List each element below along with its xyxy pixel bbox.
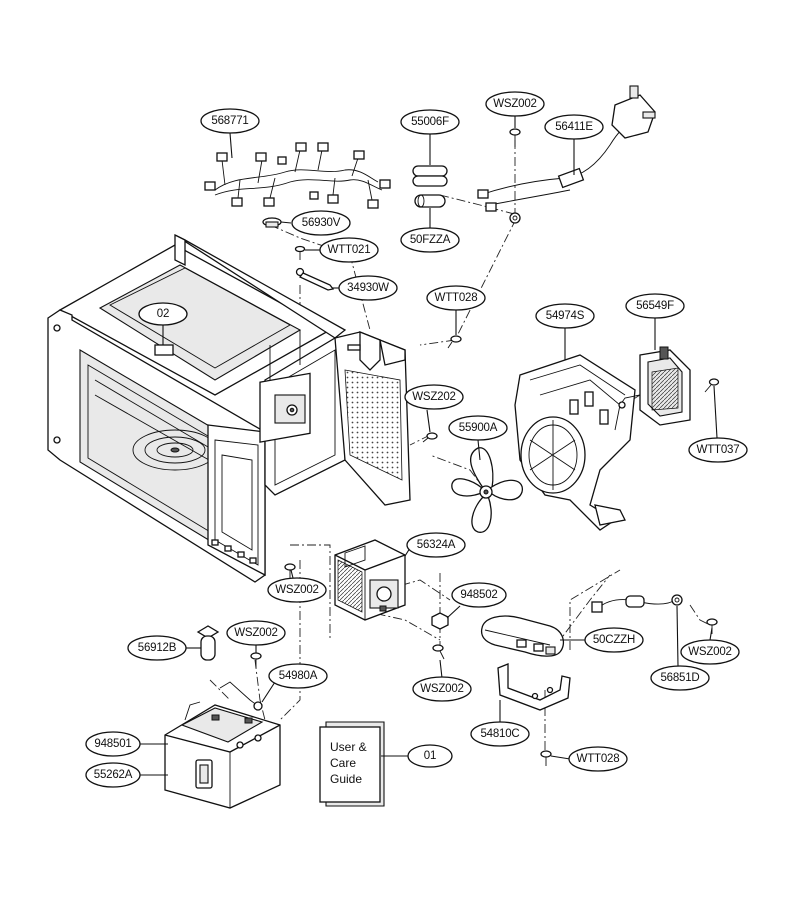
callout-56324A[interactable]: 56324A (406, 532, 466, 558)
callout-WSZ002-left[interactable]: WSZ002 (267, 577, 327, 603)
label-WTT037: WTT037 (697, 444, 740, 456)
callout-568771[interactable]: 568771 (200, 108, 260, 134)
callout-01[interactable]: 01 (407, 744, 453, 768)
callout-56411E[interactable]: 56411E (544, 114, 604, 140)
label-WTT028-top: WTT028 (435, 292, 478, 304)
diode-part[interactable] (591, 594, 683, 613)
label-WSZ202: WSZ202 (412, 391, 456, 403)
part-54980a[interactable] (219, 681, 263, 711)
screw-wtt021[interactable] (294, 245, 306, 261)
callout-WSZ002-right[interactable]: WSZ002 (680, 639, 740, 665)
bracket-34930w[interactable] (295, 267, 335, 291)
label-55900A: 55900A (459, 422, 498, 434)
callout-WTT028-bottom[interactable]: WTT028 (568, 746, 628, 772)
callout-56912B[interactable]: 56912B (127, 635, 187, 661)
callout-54980A[interactable]: 54980A (268, 663, 328, 689)
label-56912B: 56912B (138, 642, 177, 654)
callout-56930V[interactable]: 56930V (291, 210, 351, 236)
callout-WTT021[interactable]: WTT021 (319, 237, 379, 263)
wire-harness-part[interactable] (204, 142, 391, 209)
part-56912b[interactable] (196, 625, 220, 661)
bracket-54810c[interactable] (497, 663, 571, 711)
label-01: 01 (424, 750, 436, 762)
label-56851D: 56851D (660, 672, 699, 684)
callout-WTT028-top[interactable]: WTT028 (426, 285, 486, 311)
callout-55262A[interactable]: 55262A (85, 762, 141, 788)
part-948502[interactable] (431, 612, 449, 630)
callout-54974S[interactable]: 54974S (535, 303, 595, 329)
label-54974S: 54974S (546, 310, 585, 322)
fan-blade-part[interactable] (451, 447, 523, 533)
label-55006F: 55006F (411, 116, 449, 128)
screw-wsz202[interactable] (422, 432, 438, 443)
callout-50CZZH[interactable]: 50CZZH (584, 627, 644, 653)
label-56411E: 56411E (555, 121, 593, 133)
thermostat-part[interactable] (262, 217, 282, 228)
label-WSZ002-right: WSZ002 (688, 646, 732, 658)
callout-56549F[interactable]: 56549F (625, 293, 685, 319)
label-50CZZH: 50CZZH (593, 634, 635, 646)
power-cord-part[interactable] (477, 85, 656, 224)
callout-WSZ002-mid[interactable]: WSZ002 (226, 620, 286, 646)
label-56324A: 56324A (417, 539, 456, 551)
callout-948502[interactable]: 948502 (451, 582, 507, 608)
callout-WSZ002-bottom[interactable]: WSZ002 (412, 676, 472, 702)
user-care-guide-booklet[interactable]: User & Care Guide (319, 721, 385, 807)
label-WTT021: WTT021 (328, 244, 371, 256)
transformer-part[interactable] (164, 701, 281, 809)
label-54980A: 54980A (279, 670, 318, 682)
label-50FZZA: 50FZZA (410, 234, 451, 246)
screw-wtt037[interactable] (704, 378, 720, 393)
callout-54810C[interactable]: 54810C (470, 721, 530, 747)
screw-wtt028-bottom[interactable] (540, 750, 552, 766)
label-54810C: 54810C (480, 728, 519, 740)
label-WSZ002-mid: WSZ002 (234, 627, 278, 639)
fan-motor-part[interactable] (618, 346, 691, 426)
callout-55006F[interactable]: 55006F (400, 109, 460, 135)
screw-wsz002-bottom[interactable] (432, 644, 445, 660)
label-568771: 568771 (211, 115, 248, 127)
screw-top[interactable] (509, 128, 521, 147)
callout-56851D[interactable]: 56851D (650, 665, 710, 691)
label-02: 02 (157, 308, 169, 320)
callout-55900A[interactable]: 55900A (448, 415, 508, 441)
callout-WSZ202[interactable]: WSZ202 (404, 384, 464, 410)
label-WSZ002-bottom: WSZ002 (420, 683, 464, 695)
label-56549F: 56549F (636, 300, 674, 312)
ferrite-cores[interactable] (412, 165, 448, 208)
callout-02[interactable]: 02 (138, 302, 188, 326)
callout-50FZZA[interactable]: 50FZZA (400, 227, 460, 253)
guide-line-2: Care (330, 756, 356, 770)
label-WTT028-bottom: WTT028 (577, 753, 620, 765)
guide-line-1: User & (330, 740, 367, 754)
assembly-centerlines (209, 140, 711, 750)
screw-wsz002-right[interactable] (706, 618, 718, 634)
callout-WSZ002-top[interactable]: WSZ002 (485, 91, 545, 117)
label-56930V: 56930V (302, 217, 341, 229)
leader-lines (140, 116, 718, 776)
label-WSZ002-left: WSZ002 (275, 584, 319, 596)
screw-wtt028-top[interactable] (447, 335, 462, 349)
label-948501: 948501 (94, 738, 131, 750)
oven-cavity-assembly[interactable] (47, 233, 411, 583)
callout-948501[interactable]: 948501 (85, 731, 141, 757)
callout-34930W[interactable]: 34930W (338, 275, 398, 301)
screw-wsz002-mid[interactable] (250, 652, 262, 668)
label-34930W: 34930W (347, 282, 389, 294)
callout-WTT037[interactable]: WTT037 (688, 437, 748, 463)
guide-line-3: Guide (330, 772, 362, 786)
fan-duct-part[interactable] (514, 354, 636, 531)
screw-wsz002-left[interactable] (284, 563, 296, 578)
magnetron-part[interactable] (334, 539, 406, 621)
capacitor-part[interactable] (480, 615, 565, 657)
label-55262A: 55262A (94, 769, 133, 781)
label-WSZ002-top: WSZ002 (493, 98, 537, 110)
label-948502: 948502 (460, 589, 497, 601)
